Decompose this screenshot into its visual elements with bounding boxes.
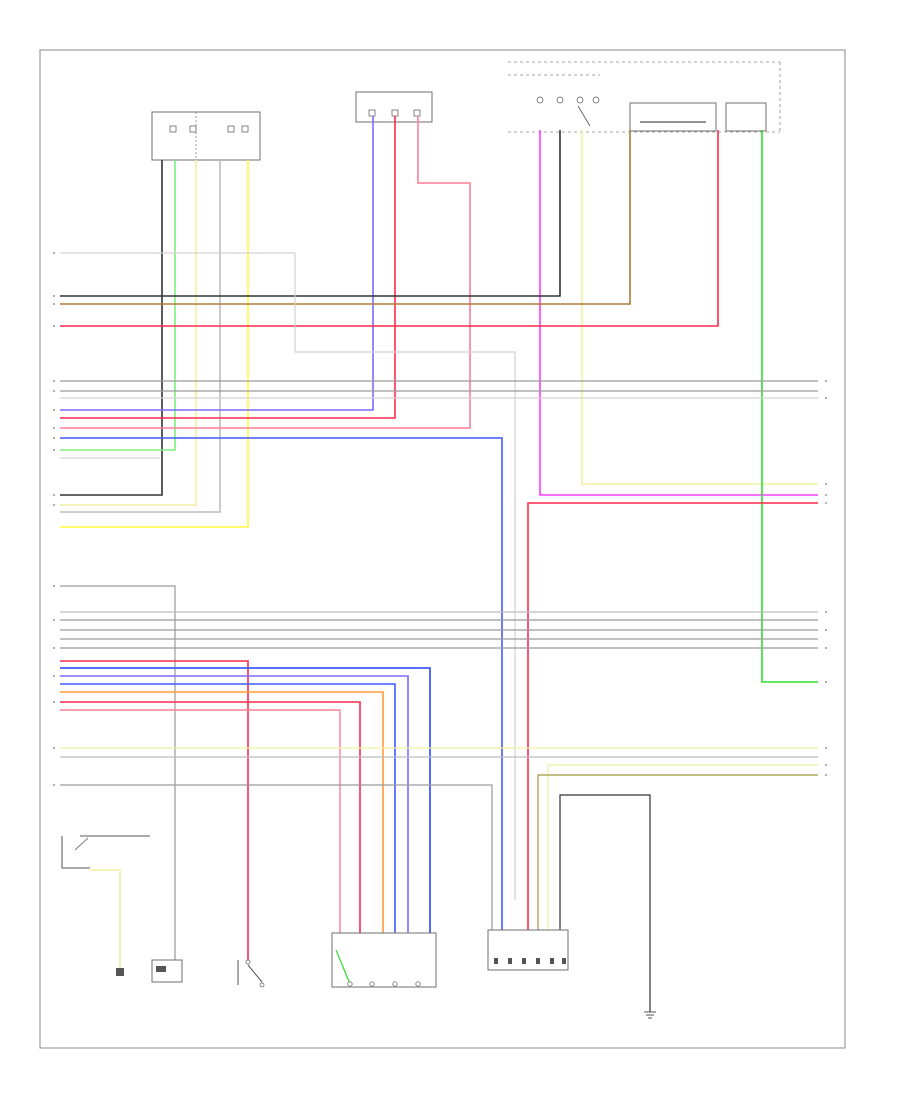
- wires-lower-bus: [60, 747, 818, 1012]
- switch-bottom-mid: [237, 959, 265, 988]
- ground-switch-left: [61, 835, 150, 976]
- connector-bottom-right: [487, 929, 569, 971]
- left-edge-terminals: [53, 252, 55, 786]
- module-right-a: [629, 102, 717, 132]
- connector-bottom-center: [331, 932, 437, 988]
- sensor-center-top: [355, 91, 433, 123]
- wires-upper-bus: [60, 252, 818, 930]
- wires-top-vertical: [60, 116, 818, 683]
- sensor-left-top: [151, 111, 261, 161]
- module-right-b: [725, 102, 767, 132]
- diagram-frame: [39, 49, 846, 1049]
- sensor-bottom-left: [151, 959, 183, 983]
- wires-middle-bus: [60, 585, 818, 960]
- switch-bank-top-right: [508, 61, 781, 133]
- ground-bottom-right: [644, 1011, 656, 1019]
- right-edge-terminals: [825, 380, 827, 776]
